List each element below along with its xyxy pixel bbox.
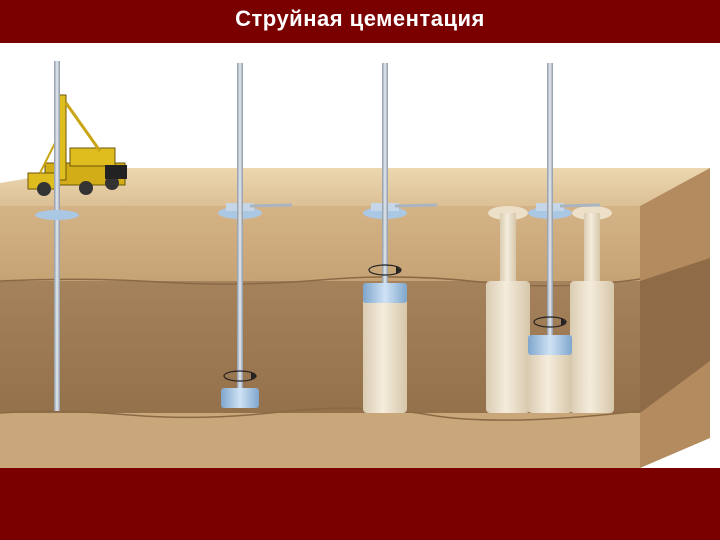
stage4-middle-column — [528, 351, 572, 413]
stage2-assembly — [218, 63, 293, 408]
stage4-left-column — [486, 281, 530, 413]
stage2-jet-tool — [221, 388, 259, 408]
stage1-collar — [35, 210, 79, 220]
stage1-drill-rod — [54, 61, 60, 411]
rotation-arrow-icon — [368, 264, 402, 276]
soil-layer-lower — [0, 413, 640, 468]
stage4-jet-tool — [528, 335, 572, 355]
slide-title: Струйная цементация — [235, 6, 485, 31]
stage4-assembly — [486, 63, 614, 413]
ground-side-dark-band — [640, 258, 710, 413]
drilling-rig-icon — [27, 94, 127, 196]
stage3-assembly — [363, 63, 438, 413]
rotation-arrow-icon — [223, 370, 257, 382]
layer-boundary-lower — [0, 407, 641, 421]
jet-grouting-diagram — [0, 61, 710, 468]
ground-top-surface — [0, 168, 710, 206]
diagram-panel — [0, 43, 720, 468]
stage4-right-column-stem — [584, 213, 600, 283]
stage4-right-column — [570, 281, 614, 413]
rotation-arrow-icon — [533, 316, 567, 328]
stage3-jet-tool — [363, 283, 407, 303]
stage4-left-column-stem — [500, 213, 516, 283]
stage3-soilcrete-column — [363, 298, 407, 413]
soil-layer-upper — [0, 206, 640, 281]
